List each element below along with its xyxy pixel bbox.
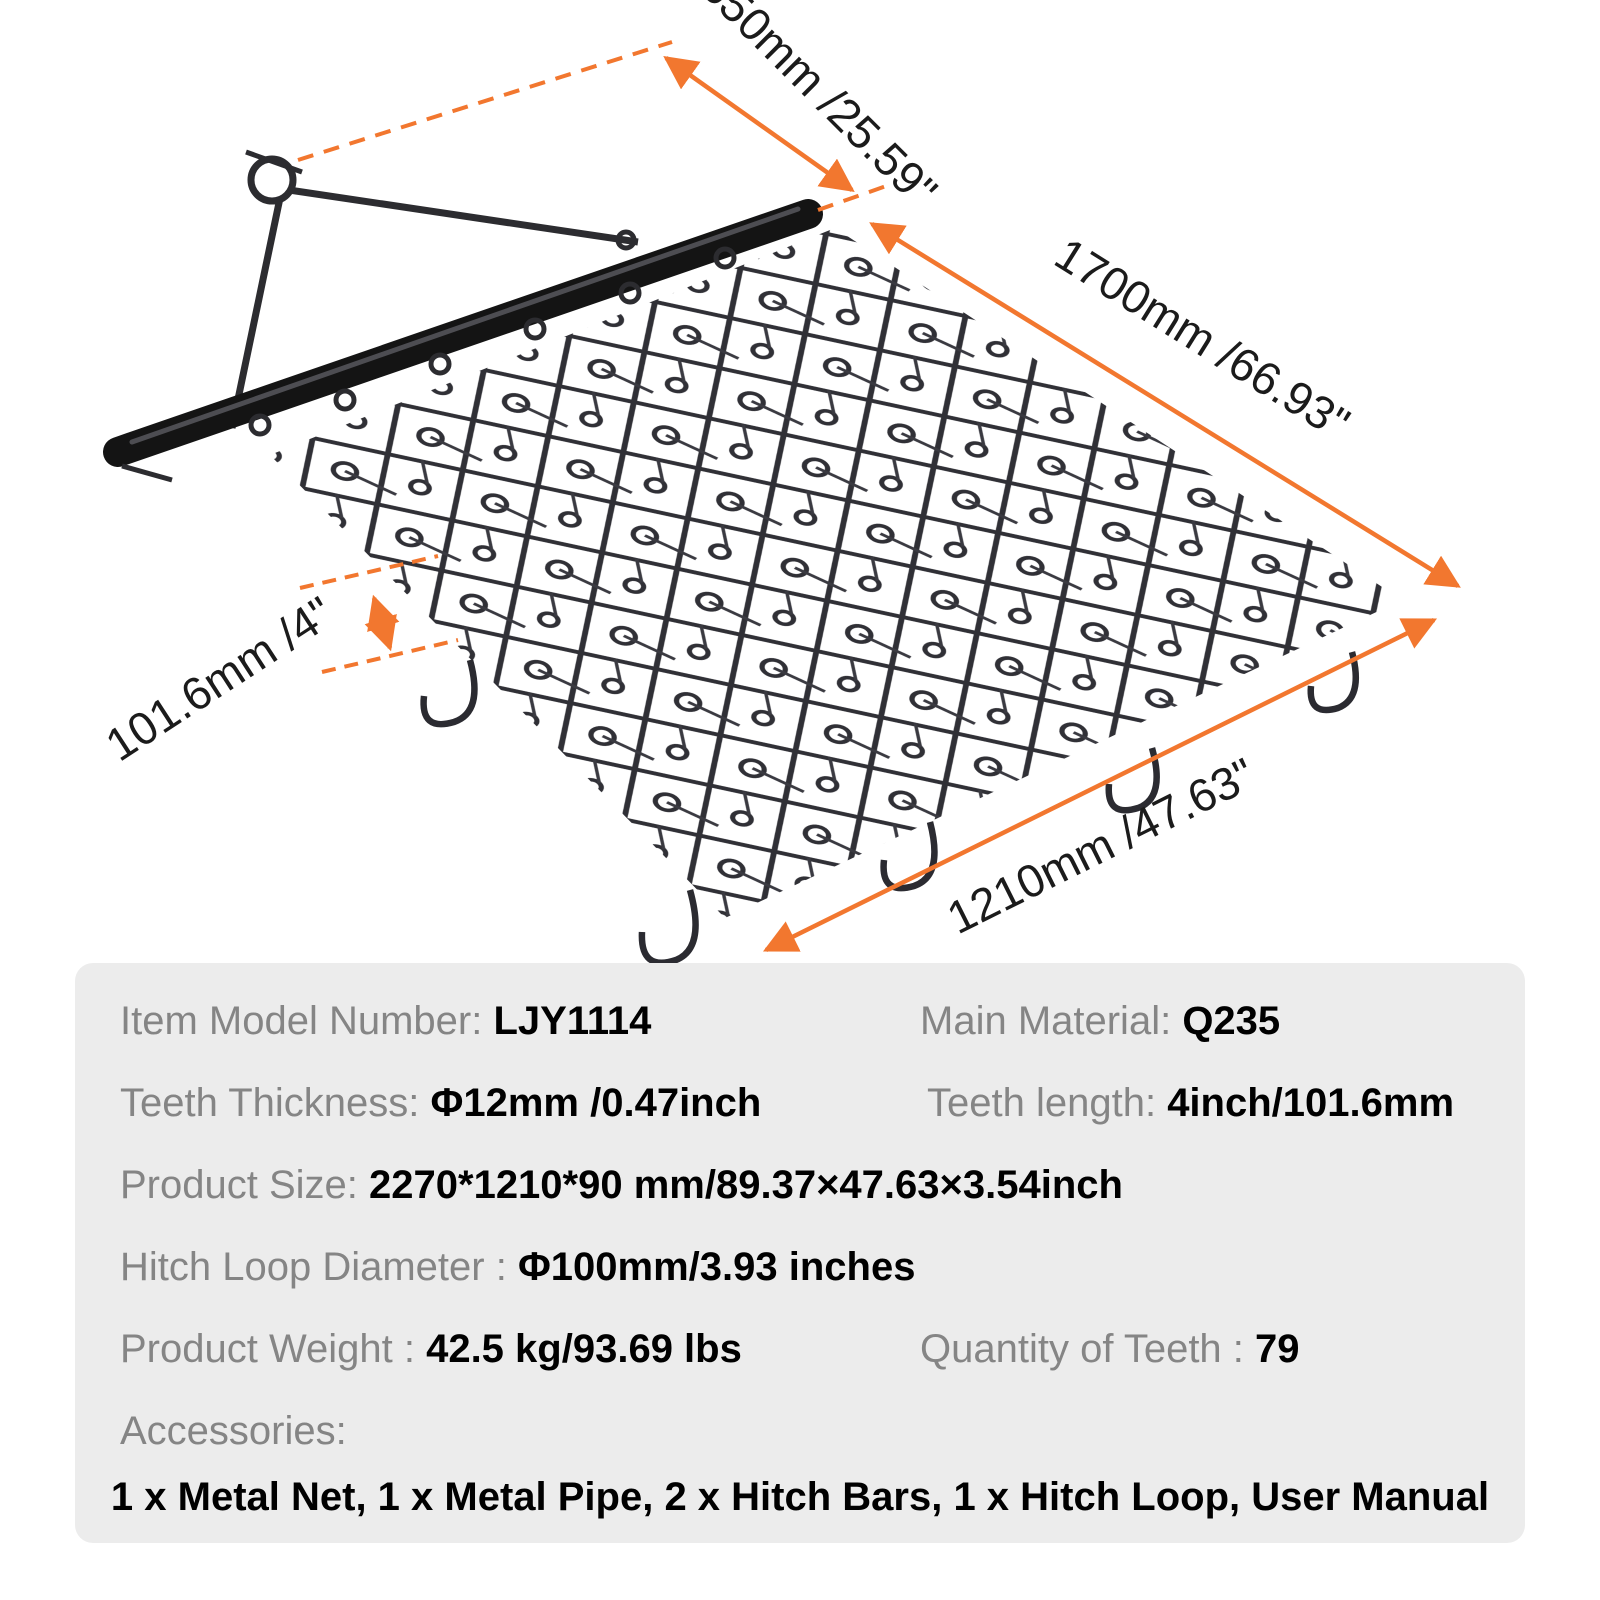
spec-model: Item Model Number: LJY1114 <box>120 999 651 1043</box>
dimension-101-arrow <box>364 594 400 652</box>
spec-product-size-label: Product Size: <box>120 1163 370 1207</box>
pipe-body <box>103 199 823 467</box>
spec-weight-value: 42.5 kg/93.69 lbs <box>426 1327 742 1371</box>
harrow-net-mesh <box>270 228 1402 918</box>
spec-material-label: Main Material: <box>920 999 1183 1043</box>
dimension-1700-arrow <box>869 222 1461 588</box>
spec-model-label: Item Model Number: <box>120 999 494 1043</box>
spec-teeth-thickness-label: Teeth Thickness: <box>120 1081 431 1125</box>
dimension-101-label: 101.6mm /4" <box>96 586 342 771</box>
pipe-end-rod <box>121 463 173 483</box>
spec-teeth-thickness-value: Φ12mm /0.47inch <box>430 1081 762 1125</box>
spec-model-value: LJY1114 <box>493 999 652 1043</box>
drag-pipe <box>103 199 823 483</box>
pipe-highlight <box>129 206 801 445</box>
hitch-clip <box>615 229 637 251</box>
hitch-bar-right <box>288 186 639 246</box>
spec-teeth-length: Teeth length: 4inch/101.6mm <box>927 1081 1454 1125</box>
spec-product-size-value: 2270*1210*90 mm/89.37×47.63×3.54inch <box>369 1163 1123 1207</box>
spec-weight-label: Product Weight : <box>120 1327 427 1371</box>
dimension-650-label: 650mm /25.59" <box>691 0 947 217</box>
spec-teeth-thickness: Teeth Thickness: Φ12mm /0.47inch <box>120 1081 761 1125</box>
spec-teeth-length-value: 4inch/101.6mm <box>1167 1081 1455 1125</box>
spec-accessories-label: Accessories: <box>120 1409 347 1453</box>
dimension-650-arrow <box>663 56 855 192</box>
spec-panel: Item Model Number: LJY1114 Main Material… <box>75 963 1525 1543</box>
hitch-bar-left <box>228 197 284 429</box>
spec-material-value: Q235 <box>1182 999 1281 1043</box>
hitch-assembly <box>228 149 639 429</box>
spec-accessories-value: 1 x Metal Net, 1 x Metal Pipe, 2 x Hitch… <box>110 1475 1490 1519</box>
product-illustration: 650mm /25.59" 1700mm /66.93" 101.6mm /4"… <box>96 0 1461 965</box>
dimension-650-guide-right <box>817 182 893 212</box>
spec-teeth-qty: Quantity of Teeth : 79 <box>920 1327 1300 1371</box>
spec-teeth-length-label: Teeth length: <box>927 1081 1168 1125</box>
dimension-101-guide-bottom <box>321 638 459 674</box>
spec-hitch-loop-label: Hitch Loop Diameter : <box>120 1245 518 1289</box>
spec-teeth-qty-value: 79 <box>1255 1327 1300 1371</box>
spec-weight: Product Weight : 42.5 kg/93.69 lbs <box>120 1327 742 1371</box>
pipe-attach-hooks <box>248 246 737 437</box>
spec-teeth-qty-label: Quantity of Teeth : <box>920 1327 1256 1371</box>
spec-material: Main Material: Q235 <box>920 999 1280 1043</box>
spec-product-size: Product Size: 2270*1210*90 mm/89.37×47.6… <box>120 1163 1123 1207</box>
dimension-101-guide-top <box>299 554 439 590</box>
spec-hitch-loop-value: Φ100mm/3.93 inches <box>517 1245 916 1289</box>
spec-hitch-loop: Hitch Loop Diameter : Φ100mm/3.93 inches <box>120 1245 915 1289</box>
dimension-1210-arrow <box>762 617 1438 953</box>
dimension-650-guide-left <box>297 40 673 162</box>
hitch-pin <box>245 149 303 175</box>
dimension-650: 650mm /25.59" <box>297 0 947 217</box>
